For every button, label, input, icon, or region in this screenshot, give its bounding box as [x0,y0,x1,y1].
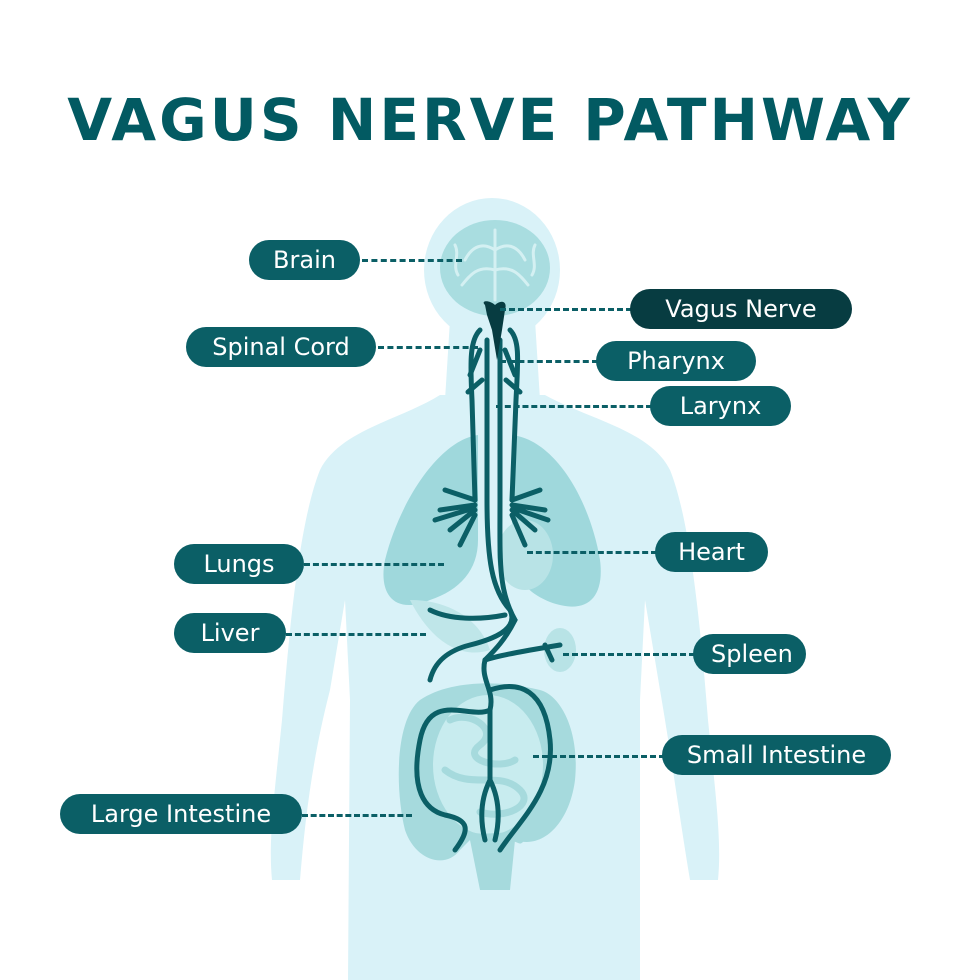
label-vagus-nerve: Vagus Nerve [630,289,852,329]
label-larynx: Larynx [650,386,791,426]
spinal-cord-leader-line [378,346,478,349]
larynx-leader-line [496,405,652,408]
brain-icon [440,220,550,316]
label-liver: Liver [174,613,286,653]
spleen-leader-line [563,653,695,656]
vagus-nerve-leader-line [500,308,632,311]
label-large-intestine: Large Intestine [60,794,302,834]
liver-icon [410,600,490,653]
brain-leader-line [362,259,462,262]
label-pharynx: Pharynx [596,341,756,381]
brainstem-icon [483,301,506,360]
label-heart: Heart [655,532,768,572]
heart-icon [497,520,553,590]
label-lungs: Lungs [174,544,304,584]
lungs-leader-line [304,563,444,566]
label-brain: Brain [249,240,360,280]
small-intestine-leader-line [533,755,665,758]
label-spleen: Spleen [693,634,806,674]
liver-leader-line [286,633,426,636]
large-intestine-leader-line [302,814,412,817]
pharynx-leader-line [500,360,598,363]
label-small-intestine: Small Intestine [662,735,891,775]
label-spinal-cord: Spinal Cord [186,327,376,367]
diagram-title: VAGUS NERVE PATHWAY [67,86,913,154]
heart-leader-line [527,551,657,554]
